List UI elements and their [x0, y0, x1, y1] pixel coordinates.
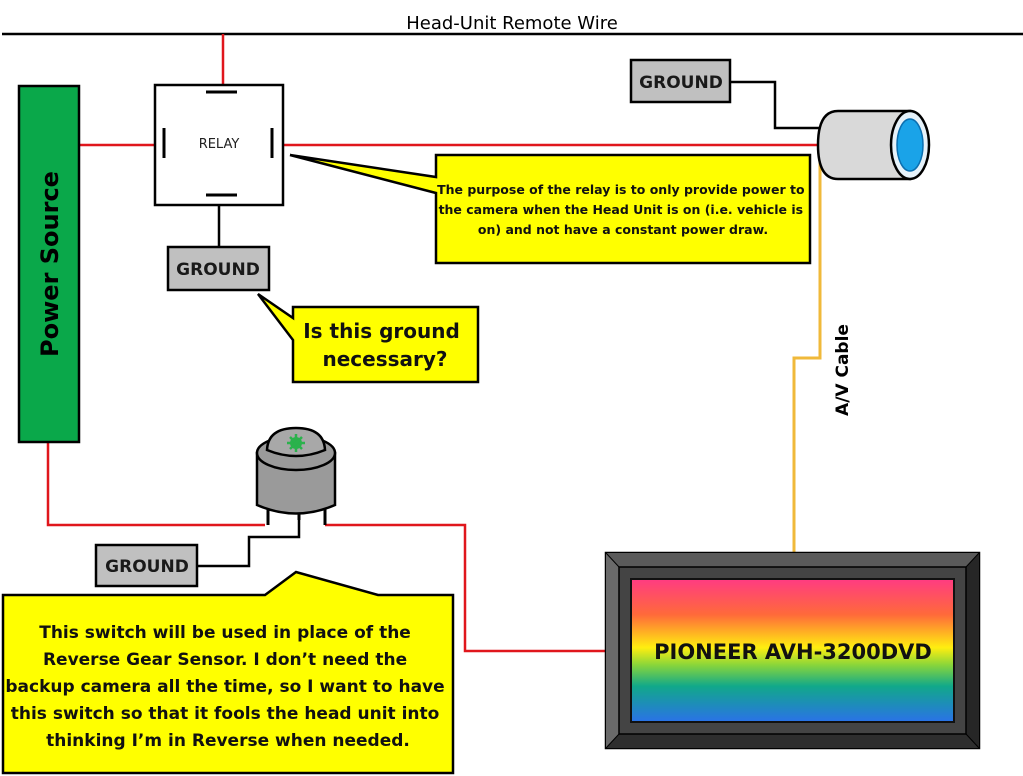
- relay-note-line: The purpose of the relay is to only prov…: [437, 182, 805, 197]
- switch-note-line: Reverse Gear Sensor. I don’t need the: [43, 650, 407, 670]
- switch-note-line: thinking I’m in Reverse when needed.: [46, 731, 410, 751]
- callout-ground-question: Is this ground necessary?: [257, 292, 480, 384]
- switch-led-gear-icon: [287, 434, 305, 452]
- callout-switch-note: This switch will be used in place of the…: [1, 570, 455, 775]
- ground-question-line: Is this ground: [303, 319, 460, 343]
- wire-power-to-switch: [46, 442, 265, 527]
- switch-note-line: This switch will be used in place of the: [39, 623, 411, 643]
- switch-note-line: backup camera all the time, so I want to…: [5, 677, 444, 697]
- callout-relay-note: The purpose of the relay is to only prov…: [289, 153, 812, 265]
- reverse-switch[interactable]: [255, 426, 337, 525]
- svg-text:Is this ground necessary: Is this ground necessary?: [303, 319, 467, 371]
- wire-camera-to-ground: [730, 80, 820, 130]
- relay-note-line: on) and not have a constant power draw.: [478, 222, 768, 237]
- diagram-title: Head-Unit Remote Wire: [406, 13, 618, 34]
- head-unit-label: PIONEER AVH-3200DVD: [654, 640, 932, 664]
- relay-note-line: the camera when the Head Unit is on (i.e…: [439, 202, 804, 217]
- ground-question-line: necessary?: [322, 347, 447, 371]
- camera-ground-label: GROUND: [639, 73, 723, 93]
- switch-ground: GROUND: [94, 543, 199, 588]
- wire-switch-to-headunit: [325, 523, 607, 653]
- svg-text:The purpose of the relay is to: The purpose of the relay is to only prov…: [437, 182, 809, 237]
- power-source: Power Source: [17, 84, 81, 444]
- ground-wires: [197, 80, 820, 568]
- camera-ground: GROUND: [629, 58, 732, 104]
- relay-label: RELAY: [199, 137, 240, 152]
- head-unit: PIONEER AVH-3200DVD: [604, 551, 981, 750]
- switch-note-line: this switch so that it fools the head un…: [11, 704, 440, 724]
- svg-text:This switch will be used in pl: This switch will be used in place of the…: [5, 623, 450, 751]
- av-cable-wire: [792, 160, 822, 552]
- relay-ground: GROUND: [166, 245, 271, 292]
- relay: RELAY: [153, 83, 285, 207]
- head-unit-screen: [630, 578, 955, 723]
- power-wires: [46, 34, 820, 653]
- camera-lens-icon: [896, 118, 924, 172]
- relay-ground-label: GROUND: [176, 260, 260, 280]
- switch-ground-label: GROUND: [105, 557, 189, 577]
- power-source-label: Power Source: [36, 171, 64, 357]
- av-cable-label: A/V Cable: [833, 324, 853, 416]
- backup-camera: [816, 109, 931, 181]
- wire-switch-to-ground: [197, 520, 301, 568]
